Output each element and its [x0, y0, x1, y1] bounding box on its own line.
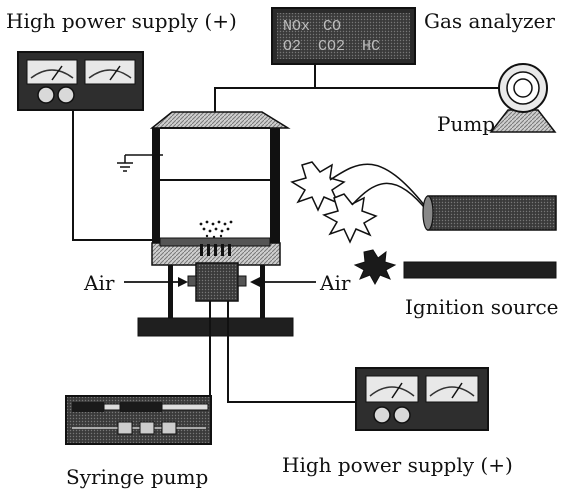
- label-high-power-supply-top: High power supply (+): [6, 9, 237, 33]
- label-syringe-pump: Syringe pump: [66, 465, 208, 489]
- air-inlet-left: [124, 277, 188, 287]
- gas-analyzer-readout-3: O2: [283, 38, 301, 55]
- high-power-supply-bottom: [355, 367, 489, 431]
- label-gas-analyzer: Gas analyzer: [424, 9, 555, 33]
- air-inlet-right: [250, 277, 316, 287]
- label-air-right: Air: [319, 271, 351, 295]
- gas-analyzer: NOx CO O2 CO2 HC: [271, 7, 416, 65]
- high-power-supply-top: [17, 51, 144, 111]
- label-pump: Pump: [437, 112, 495, 136]
- wire-top-supply: [72, 110, 158, 241]
- gas-analyzer-readout-1: NOx: [283, 18, 310, 35]
- gas-analyzer-readout-5: HC: [362, 38, 380, 55]
- label-ignition-source: Ignition source: [405, 295, 558, 319]
- gas-analyzer-readout-2: CO: [323, 18, 341, 35]
- pump: [489, 63, 557, 133]
- label-air-left: Air: [83, 271, 115, 295]
- combustion-chamber: [117, 111, 294, 337]
- syringe-pump: [65, 395, 212, 445]
- label-high-power-supply-bottom: High power supply (+): [282, 453, 513, 477]
- gas-analyzer-readout-4: CO2: [318, 38, 345, 55]
- wire-bottom-supply: [227, 301, 358, 403]
- ignition-source: [353, 249, 557, 286]
- spark-igniter: [290, 161, 557, 244]
- gas-sampling-line: [214, 87, 515, 112]
